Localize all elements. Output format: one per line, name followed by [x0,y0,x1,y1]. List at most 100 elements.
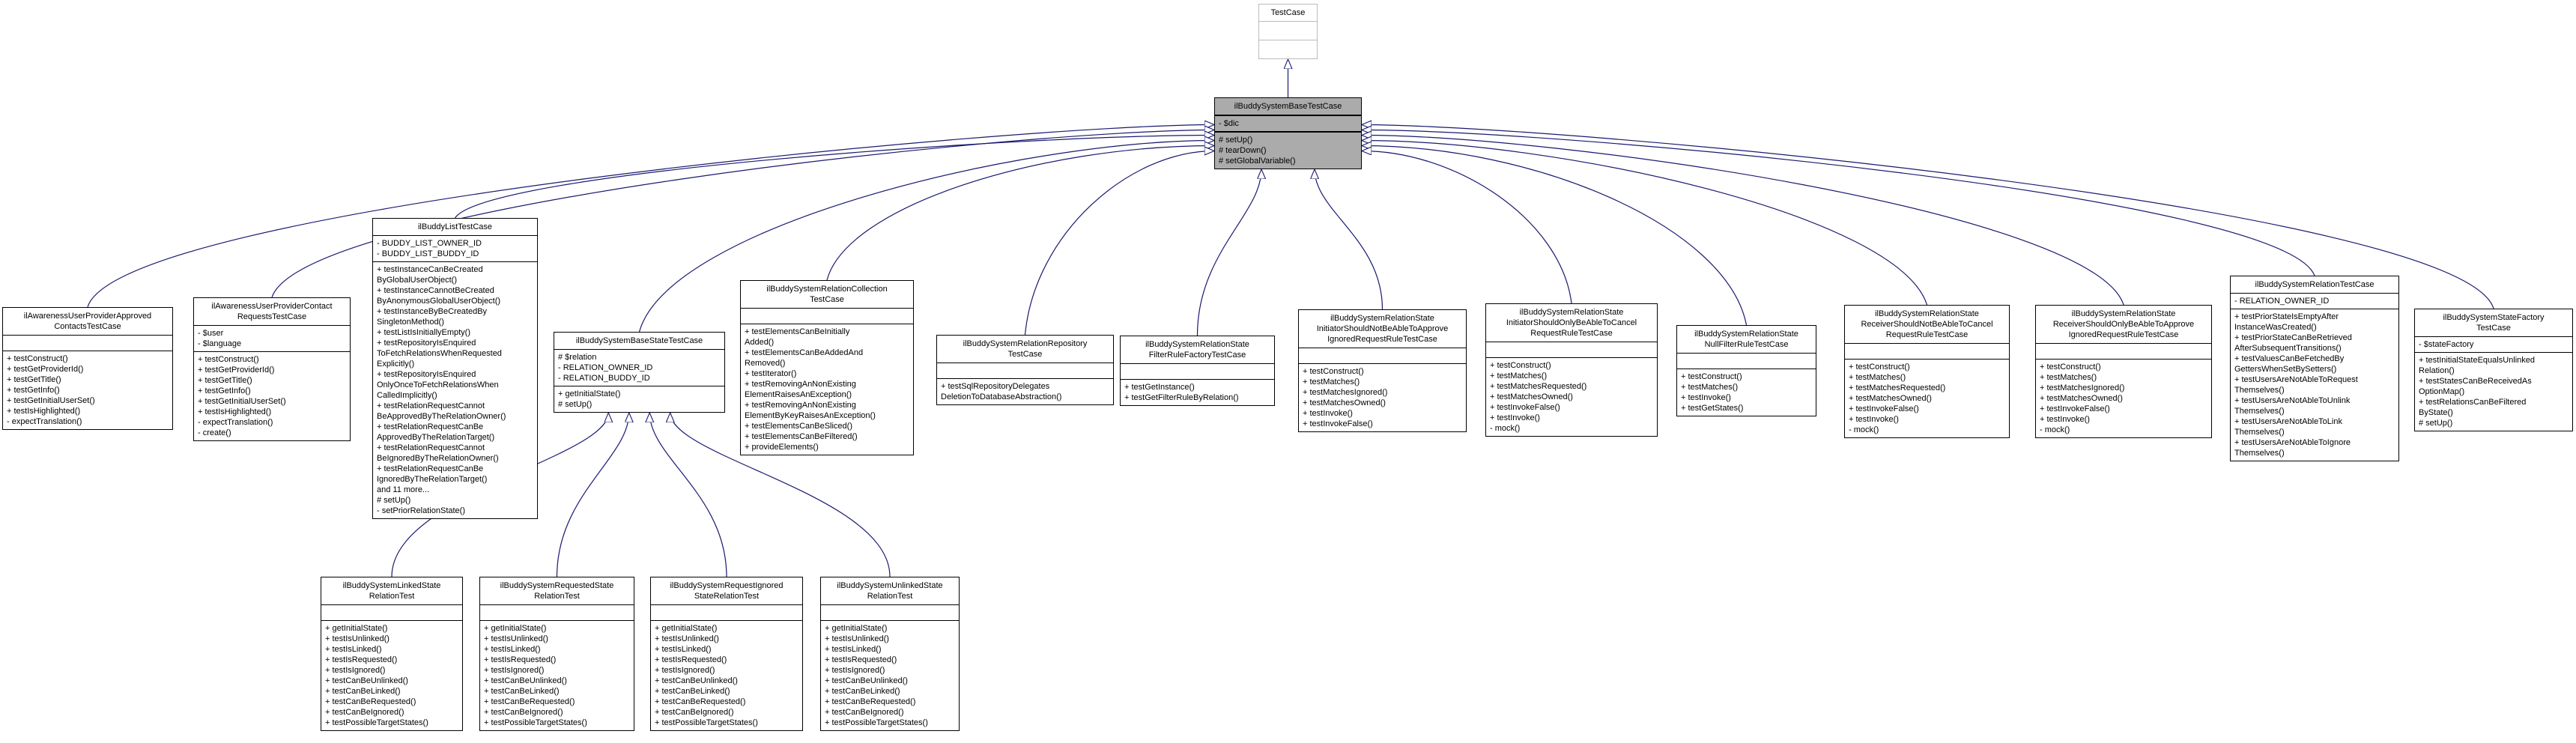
class-method: + testPossibleTargetStates() [655,718,758,727]
class-method: + getInitialState() [484,624,547,633]
class-box[interactable]: ilBuddySystemRelationState FilterRuleFac… [1120,336,1275,406]
class-method: + testCanBeUnlinked() [484,676,567,685]
class-method: + testConstruct() [1681,372,1742,381]
class-method: + testIsHighlighted() [198,407,272,416]
class-method: + testRelationRequestCannot BeApprovedBy… [377,401,506,421]
class-title: ilAwarenessUserProviderApproved Contacts… [3,308,172,336]
class-box[interactable]: ilBuddySystemRelationState InitiatorShou… [1298,309,1467,432]
class-methods: + getInitialState()+ testIsUnlinked()+ t… [321,621,462,730]
class-method: # setUp() [1219,136,1253,145]
inheritance-edge [1362,135,2124,306]
class-methods: + testInstanceCanBeCreated ByGlobalUserO… [373,262,537,518]
class-method: + testCanBeUnlinked() [325,676,408,685]
class-box[interactable]: ilBuddySystemRelationState InitiatorShou… [1485,303,1658,437]
class-method: + testGetStates() [1681,404,1744,413]
class-attributes [3,336,172,351]
class-box[interactable]: ilBuddySystemBaseStateTestCase # $relatio… [554,332,725,413]
class-method: + testConstruct() [1490,361,1551,370]
class-box[interactable]: ilBuddySystemUnlinkedState RelationTest+… [820,577,960,731]
class-box[interactable]: ilBuddyListTestCase- BUDDY_LIST_OWNER_ID… [372,218,538,519]
inheritance-edge [271,130,1214,298]
class-method: + testRelationRequestCanBe IgnoredByTheR… [377,464,488,484]
class-method: + testGetInstance() [1124,383,1195,392]
class-title: ilBuddySystemRelationCollection TestCase [741,281,913,309]
class-method: + testConstruct() [198,355,259,364]
class-method: # setUp() [2419,419,2453,428]
class-method: + testInvokeFalse() [2040,404,2110,413]
class-methods: + testConstruct()+ testMatches()+ testMa… [1486,358,1657,436]
class-method: + testIsUnlinked() [325,634,390,643]
class-method: + testStatesCanBeReceivedAs OptionMap() [2419,377,2532,396]
class-box[interactable]: ilBuddySystemStateFactory TestCase- $sta… [2414,309,2573,431]
class-method: + testInvokeFalse() [1303,419,1373,428]
class-method: + testGetTitle() [198,376,252,385]
class-method: + testInvoke() [1849,415,1899,424]
class-box[interactable]: ilAwarenessUserProviderContact RequestsT… [193,297,351,441]
inheritance-edge [670,413,891,577]
class-method: + testIsRequested() [484,655,557,664]
class-method: + testPriorStateCanBeRetrieved AfterSubs… [2234,333,2352,353]
class-box[interactable]: ilBuddySystemRelationState ReceiverShoul… [1844,305,2010,438]
class-methods: + getInitialState()+ testIsUnlinked()+ t… [480,621,634,730]
class-attribute: - BUDDY_LIST_OWNER_ID [377,239,482,248]
class-attributes [1845,344,2009,360]
class-methods: + testElementsCanBeInitially Added()+ te… [741,324,913,455]
class-method: - setPriorRelationState() [377,506,465,515]
class-methods: + testConstruct()+ testMatches()+ testIn… [1677,369,1816,416]
class-box[interactable]: ilBuddySystemRelationState NullFilterRul… [1676,325,1816,416]
class-method: + testMatchesOwned() [2040,394,2123,403]
class-box[interactable]: ilBuddySystemLinkedState RelationTest+ g… [321,577,463,731]
class-methods: # setUp()# tearDown()# setGlobalVariable… [1215,133,1361,169]
inheritance-edge [638,140,1215,333]
class-box[interactable]: ilBuddySystemRelationState ReceiverShoul… [2035,305,2212,438]
class-attributes [480,605,634,621]
class-attributes [1121,364,1274,380]
class-method: + testCanBeLinked() [655,687,730,696]
class-box[interactable]: ilBuddySystemBaseTestCase- $dic# setUp()… [1214,97,1362,169]
inheritance-edge [455,135,1215,219]
class-method: + testGetTitle() [7,375,61,384]
class-method: + testCanBeUnlinked() [825,676,908,685]
class-method: + testInvoke() [1681,393,1731,402]
class-box[interactable]: ilBuddySystemRelationRepository TestCase… [936,335,1114,405]
class-method: + testMatchesOwned() [1490,392,1573,401]
class-box[interactable]: ilBuddySystemRequestedState RelationTest… [479,577,634,731]
inheritance-edge [1362,151,1572,304]
class-box[interactable]: TestCase [1258,4,1318,59]
class-title: ilBuddySystemRelationState InitiatorShou… [1486,304,1657,342]
class-method: - mock() [1490,424,1521,433]
class-box[interactable]: ilBuddySystemRequestIgnored StateRelatio… [650,577,803,731]
class-method: + testIterator() [745,369,797,378]
class-method: - mock() [2040,425,2070,434]
class-method: + testRelationRequestCanBe ApprovedByThe… [377,422,495,442]
class-method: # setUp() [377,496,411,505]
class-method: + testRelationRequestCannot BeIgnoredByT… [377,443,499,463]
class-method: + testRepositoryIsEnquired ToFetchRelati… [377,339,502,369]
class-title: ilBuddySystemBaseStateTestCase [554,333,724,350]
class-method: + testSqlRepositoryDelegates DeletionToD… [941,382,1062,401]
class-method: + testElementsCanBeSliced() [745,422,852,431]
inheritance-edge [1362,124,2494,309]
class-attributes: - RELATION_OWNER_ID [2231,294,2398,309]
class-title: ilBuddySystemRelationState ReceiverShoul… [1845,306,2009,344]
class-box[interactable]: ilAwarenessUserProviderApproved Contacts… [2,307,173,430]
class-method: + testInitialStateEqualsUnlinked Relatio… [2419,356,2536,375]
class-method: + testIsHighlighted() [7,407,81,416]
class-box[interactable]: ilBuddySystemRelationTestCase- RELATION_… [2230,276,2399,461]
class-box[interactable]: ilBuddySystemRelationCollection TestCase… [740,280,914,455]
class-attributes [1259,22,1317,40]
class-method: + testMatches() [1303,377,1360,386]
class-title: ilBuddySystemRequestIgnored StateRelatio… [651,577,802,605]
class-methods: + testGetInstance()+ testGetFilterRuleBy… [1121,380,1274,405]
class-method: + getInitialState() [558,389,621,398]
class-attribute: # $relation [558,353,597,362]
class-attribute: - $user [198,329,224,338]
class-attribute: - RELATION_BUDDY_ID [558,374,650,383]
class-methods: + testConstruct()+ testMatches()+ testMa… [1299,364,1466,431]
class-title: ilBuddySystemRelationState InitiatorShou… [1299,310,1466,348]
class-method: + testCanBeIgnored() [655,708,734,717]
class-attributes [1486,342,1657,358]
class-attributes [1677,354,1816,369]
